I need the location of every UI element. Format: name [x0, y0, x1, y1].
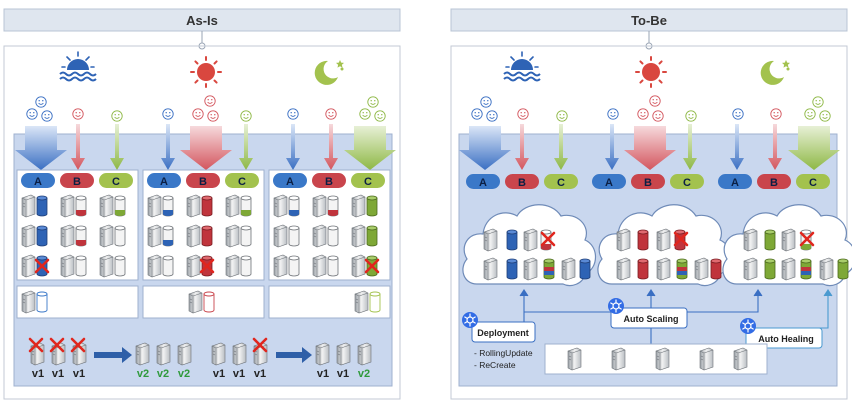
- pill-label: C: [238, 176, 246, 188]
- smiley-icon: [819, 110, 831, 122]
- auto-healing-box: Auto Healing: [739, 317, 823, 349]
- users-group: [471, 95, 831, 122]
- pill-label: C: [809, 177, 817, 189]
- service-pills: A B C A B C A B C: [21, 173, 385, 188]
- moon-icon: [760, 60, 790, 85]
- kubernetes-icon: [739, 317, 757, 335]
- node-pool: [544, 343, 768, 375]
- pill-label: B: [325, 176, 333, 188]
- smiley-icon: [111, 110, 123, 122]
- kubernetes-icon: [461, 311, 479, 329]
- version-label: v1: [73, 368, 85, 380]
- version-label: v1: [317, 368, 329, 380]
- smiley-icon: [325, 108, 337, 120]
- pill-label: A: [479, 177, 487, 189]
- smiley-icon: [486, 110, 498, 122]
- version-label: v1: [32, 368, 44, 380]
- standby-row: [16, 285, 391, 319]
- traffic-arrows: [459, 124, 840, 170]
- pill-label: C: [364, 176, 372, 188]
- smiley-icon: [26, 108, 38, 120]
- pill-label: A: [160, 176, 168, 188]
- smiley-icon: [471, 108, 483, 120]
- auto-scaling-label: Auto Scaling: [623, 314, 678, 324]
- pill-label: B: [770, 177, 778, 189]
- smiley-icon: [240, 110, 252, 122]
- smiley-icon: [359, 108, 371, 120]
- sunrise-icon: [59, 51, 97, 82]
- connector-lines: [519, 289, 833, 344]
- smiley-icon: [207, 110, 219, 122]
- smiley-icon: [517, 108, 529, 120]
- smiley-icon: [607, 108, 619, 120]
- deployment-box: Deployment - RollingUpdate - ReCreate: [461, 311, 536, 370]
- arrow-right-icon: [276, 347, 312, 363]
- auto-healing-label: Auto Healing: [758, 334, 814, 344]
- version-label: v2: [137, 368, 149, 380]
- deployment-strategy: - ReCreate: [474, 360, 516, 370]
- version-label: v1: [254, 368, 266, 380]
- as-is-panel: As-Is: [3, 8, 401, 400]
- pill-label: C: [683, 177, 691, 189]
- pill-label: C: [557, 177, 565, 189]
- smiley-icon: [35, 96, 47, 108]
- smiley-icon: [770, 108, 782, 120]
- smiley-icon: [732, 108, 744, 120]
- version-label: v2: [157, 368, 169, 380]
- smiley-icon: [204, 95, 216, 107]
- users-group: [26, 95, 386, 122]
- sunrise-icon: [503, 51, 541, 82]
- pill-label: B: [199, 176, 207, 188]
- smiley-icon: [162, 108, 174, 120]
- smiley-icon: [556, 110, 568, 122]
- smiley-icon: [804, 108, 816, 120]
- pill-label: A: [34, 176, 42, 188]
- service-pills: A B C A B C A B C: [466, 174, 830, 189]
- auto-scaling-box: Auto Scaling: [607, 297, 688, 329]
- traffic-arrows: [15, 124, 396, 170]
- smiley-icon: [374, 110, 386, 122]
- pill-label: C: [112, 176, 120, 188]
- to-be-title: To-Be: [631, 13, 667, 28]
- pill-label: A: [286, 176, 294, 188]
- smiley-icon: [480, 96, 492, 108]
- pill-label: B: [518, 177, 526, 189]
- arrow-right-icon: [94, 347, 132, 363]
- to-be-frame: [450, 45, 848, 400]
- smiley-icon: [72, 108, 84, 120]
- smiley-icon: [41, 110, 53, 122]
- smiley-icon: [652, 110, 664, 122]
- pill-label: B: [73, 176, 81, 188]
- version-upgrade: v1 v1 v1 v2 v2 v2 v1 v1 v1 v1 v1 v2: [28, 337, 372, 380]
- version-label: v1: [337, 368, 349, 380]
- version-label: v2: [358, 368, 370, 380]
- smiley-icon: [649, 95, 661, 107]
- pill-label: B: [644, 177, 652, 189]
- version-label: v1: [52, 368, 64, 380]
- smiley-icon: [685, 110, 697, 122]
- smiley-icon: [367, 96, 379, 108]
- smiley-icon: [192, 108, 204, 120]
- deployment-strategy: - RollingUpdate: [474, 348, 533, 358]
- kubernetes-icon: [607, 297, 625, 315]
- version-label: v2: [178, 368, 190, 380]
- pill-label: A: [605, 177, 613, 189]
- version-label: v1: [213, 368, 225, 380]
- moon-icon: [314, 60, 344, 85]
- smiley-icon: [812, 96, 824, 108]
- version-label: v1: [233, 368, 245, 380]
- sun-icon: [190, 56, 222, 88]
- deployment-label: Deployment: [477, 328, 529, 338]
- to-be-panel: To-Be: [450, 8, 852, 400]
- as-is-frame: [3, 45, 401, 400]
- smiley-icon: [287, 108, 299, 120]
- as-is-title: As-Is: [186, 13, 218, 28]
- smiley-icon: [637, 108, 649, 120]
- sun-icon: [635, 56, 667, 88]
- pill-label: A: [731, 177, 739, 189]
